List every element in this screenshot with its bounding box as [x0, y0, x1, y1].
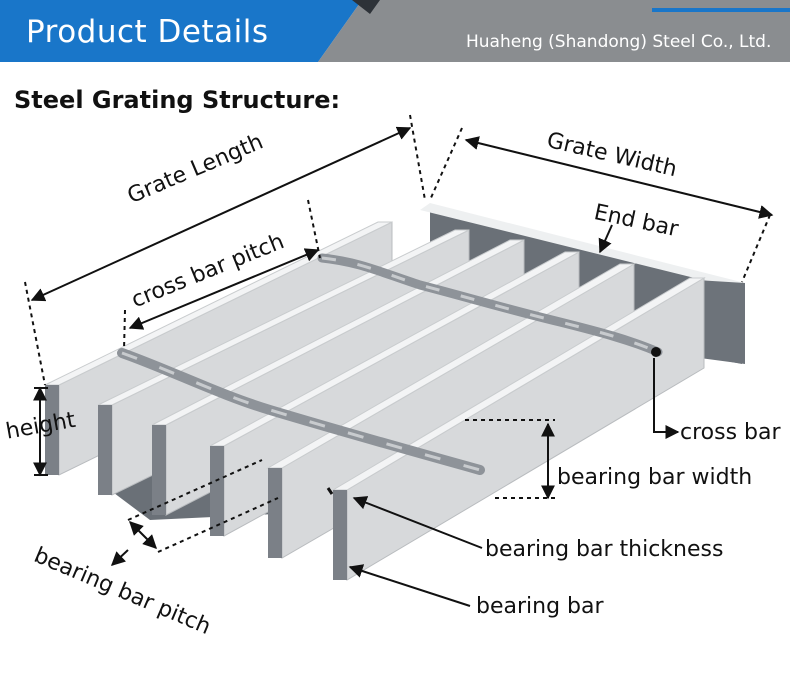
section-title: Steel Grating Structure:: [14, 86, 341, 114]
label-bearing-bar: bearing bar: [476, 594, 604, 619]
banner-graphic: [0, 0, 790, 62]
end-bar: [420, 203, 745, 364]
company-name: Huaheng (Shandong) Steel Co., Ltd.: [466, 32, 772, 52]
label-bearing-bar-width: bearing bar width: [557, 465, 753, 490]
bearing-bars: [44, 221, 706, 581]
header-banner: Product Details Huaheng (Shandong) Steel…: [0, 0, 790, 62]
label-cross-bar: cross bar: [680, 420, 781, 445]
label-bearing-bar-thickness: bearing bar thickness: [485, 537, 724, 562]
dimension-lines: [24, 114, 774, 607]
banner-title: Product Details: [26, 14, 269, 50]
